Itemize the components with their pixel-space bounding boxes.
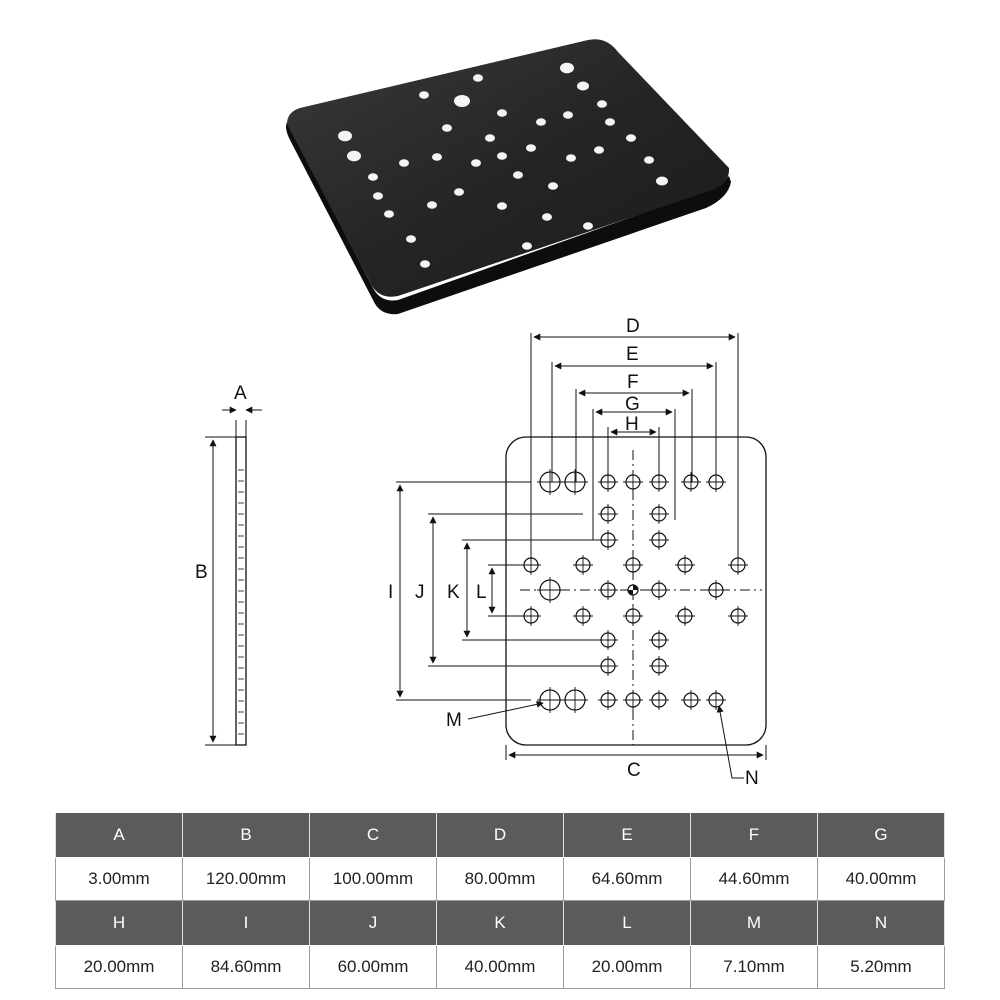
table-header-cell: L bbox=[563, 900, 691, 946]
table-value-cell: 100.00mm bbox=[309, 857, 437, 901]
dim-label-l: L bbox=[476, 582, 487, 603]
mounting-hole bbox=[706, 690, 726, 710]
dim-label-n: N bbox=[745, 768, 759, 789]
dim-label-g: G bbox=[625, 394, 640, 415]
mounting-hole bbox=[649, 690, 669, 710]
mounting-hole bbox=[598, 630, 618, 650]
dim-label-d: D bbox=[626, 316, 640, 337]
mounting-hole bbox=[675, 555, 695, 575]
table-header-cell: C bbox=[309, 812, 437, 858]
table-header-cell: G bbox=[817, 812, 945, 858]
dim-label-h: H bbox=[625, 414, 639, 435]
dim-label-k: K bbox=[447, 582, 460, 603]
mounting-hole bbox=[562, 687, 588, 713]
table-value-cell: 20.00mm bbox=[55, 945, 183, 989]
table-value-cell: 80.00mm bbox=[436, 857, 564, 901]
mounting-hole bbox=[573, 606, 593, 626]
table-header-cell: H bbox=[55, 900, 183, 946]
mounting-hole bbox=[623, 690, 643, 710]
dim-label-e: E bbox=[626, 344, 639, 365]
table-value-row: 20.00mm 84.60mm 60.00mm 40.00mm 20.00mm … bbox=[55, 945, 945, 989]
table-header-cell: K bbox=[436, 900, 564, 946]
mounting-hole bbox=[675, 606, 695, 626]
dim-label-m: M bbox=[446, 710, 462, 731]
mounting-hole bbox=[649, 630, 669, 650]
dim-label-f: F bbox=[627, 372, 639, 393]
plate-edge bbox=[286, 122, 731, 315]
table-header-cell: D bbox=[436, 812, 564, 858]
mounting-hole bbox=[598, 656, 618, 676]
table-header-cell: J bbox=[309, 900, 437, 946]
horizontal-dimensions bbox=[505, 333, 767, 760]
table-value-cell: 5.20mm bbox=[817, 945, 945, 989]
table-header-cell: E bbox=[563, 812, 691, 858]
mounting-hole bbox=[728, 606, 748, 626]
mounting-hole bbox=[623, 555, 643, 575]
mounting-hole bbox=[537, 469, 563, 495]
table-header-cell: M bbox=[690, 900, 818, 946]
mounting-hole bbox=[681, 690, 701, 710]
table-value-row: 3.00mm 120.00mm 100.00mm 80.00mm 64.60mm… bbox=[55, 857, 945, 901]
front-view bbox=[505, 436, 767, 746]
mounting-hole bbox=[649, 530, 669, 550]
plate-holes bbox=[338, 62, 668, 268]
dim-label-i: I bbox=[388, 582, 393, 603]
table-value-cell: 60.00mm bbox=[309, 945, 437, 989]
table-header-row: A B C D E F G bbox=[55, 812, 945, 858]
mounting-hole bbox=[537, 687, 563, 713]
table-value-cell: 40.00mm bbox=[436, 945, 564, 989]
product-photo bbox=[286, 39, 731, 315]
plate-top-face bbox=[287, 39, 730, 297]
table-value-cell: 44.60mm bbox=[690, 857, 818, 901]
table-value-cell: 40.00mm bbox=[817, 857, 945, 901]
table-header-cell: I bbox=[182, 900, 310, 946]
mounting-hole bbox=[598, 530, 618, 550]
mounting-hole bbox=[706, 580, 726, 600]
table-header-cell: A bbox=[55, 812, 183, 858]
table-header-cell: N bbox=[817, 900, 945, 946]
table-value-cell: 3.00mm bbox=[55, 857, 183, 901]
table-value-cell: 64.60mm bbox=[563, 857, 691, 901]
side-view: A B bbox=[195, 383, 262, 746]
mounting-hole bbox=[649, 656, 669, 676]
mounting-hole bbox=[623, 472, 643, 492]
mounting-hole bbox=[537, 577, 563, 603]
mounting-hole bbox=[649, 580, 669, 600]
technical-drawing: A B bbox=[195, 316, 767, 789]
dim-label-c: C bbox=[627, 760, 641, 781]
table-header-row: H I J K L M N bbox=[55, 900, 945, 946]
spec-table: A B C D E F G 3.00mm 120.00mm 100.00mm 8… bbox=[55, 812, 945, 989]
dim-label-j: J bbox=[415, 582, 425, 603]
mounting-hole bbox=[598, 690, 618, 710]
table-value-cell: 7.10mm bbox=[690, 945, 818, 989]
mounting-hole bbox=[623, 606, 643, 626]
table-value-cell: 20.00mm bbox=[563, 945, 691, 989]
table-value-cell: 84.60mm bbox=[182, 945, 310, 989]
table-value-cell: 120.00mm bbox=[182, 857, 310, 901]
mounting-hole bbox=[573, 555, 593, 575]
dim-label-a: A bbox=[234, 383, 247, 404]
mounting-hole bbox=[562, 469, 588, 495]
table-header-cell: B bbox=[182, 812, 310, 858]
mounting-hole bbox=[598, 580, 618, 600]
mounting-hole bbox=[598, 504, 618, 524]
table-header-cell: F bbox=[690, 812, 818, 858]
mounting-hole bbox=[681, 472, 701, 492]
mounting-hole bbox=[649, 504, 669, 524]
vertical-dimensions bbox=[396, 481, 600, 701]
dim-label-b: B bbox=[195, 562, 208, 583]
